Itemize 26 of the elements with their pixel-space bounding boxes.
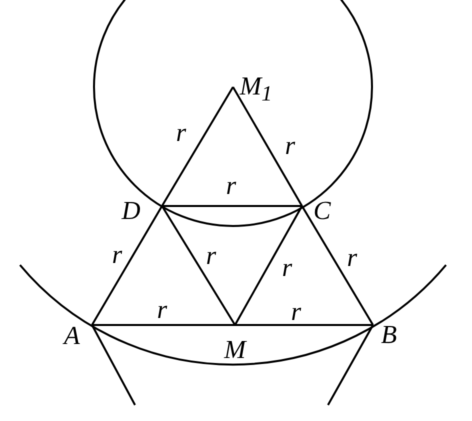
- edge-label: r: [346, 245, 358, 271]
- line-segment: [92, 324, 235, 326]
- edge-label: r: [156, 297, 168, 323]
- point-label: D: [122, 198, 140, 224]
- point-label: M: [224, 337, 246, 363]
- point-label: A: [64, 323, 80, 349]
- edge-label: r: [112, 242, 122, 268]
- line-segment: [327, 324, 374, 406]
- line-segment: [232, 86, 303, 206]
- edge-label: r: [226, 173, 236, 199]
- point-label: M$_{1}$: [240, 73, 272, 107]
- line-segment: [91, 206, 163, 326]
- line-segment: [161, 86, 234, 207]
- line-segment: [161, 205, 236, 326]
- point-label: C: [313, 198, 331, 224]
- line-segment: [235, 324, 373, 326]
- line-segment: [162, 205, 302, 207]
- line-segment: [301, 205, 374, 326]
- point-label: B: [381, 322, 397, 348]
- edge-label: r: [176, 120, 186, 146]
- line-segment: [234, 206, 303, 326]
- edge-label: r: [206, 243, 216, 269]
- line-segment: [91, 324, 136, 406]
- edge-label: r: [284, 133, 296, 159]
- edge-label: r: [282, 255, 292, 281]
- edge-label: r: [290, 299, 302, 325]
